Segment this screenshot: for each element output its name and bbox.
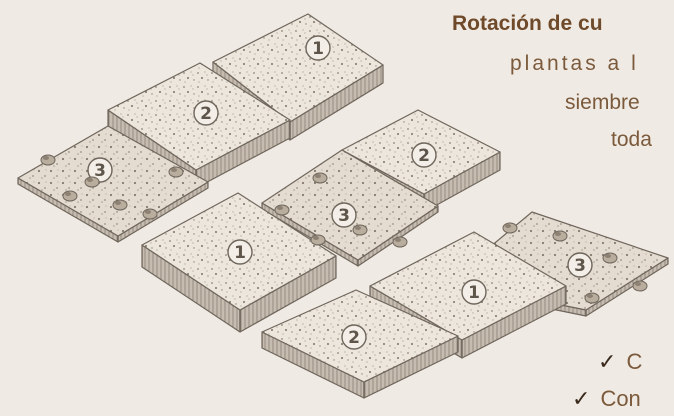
bullet-item-1: ✓C: [598, 349, 642, 375]
seedling-icon: [603, 253, 617, 263]
plot-number: 2: [348, 328, 360, 348]
title-text: Rotación de cu: [452, 12, 603, 36]
plot-number: 2: [200, 104, 212, 124]
seedling-icon: [585, 293, 599, 303]
bullet-item-2-text: Con: [600, 386, 640, 411]
seedling-icon: [633, 281, 647, 291]
seedling-icon: [169, 167, 183, 177]
checkmark-icon: ✓: [572, 386, 590, 411]
seedling-icon: [353, 225, 367, 235]
bullet-item-2: ✓ Con: [572, 386, 641, 412]
body-line-3: toda: [611, 128, 652, 152]
body-line-1: plantas a l: [510, 52, 639, 76]
plot-number: 1: [468, 283, 480, 303]
seedling-icon: [41, 155, 55, 165]
seedling-icon: [63, 191, 77, 201]
seedling-icon: [553, 231, 567, 241]
seedling-icon: [393, 237, 407, 247]
checkmark-icon: ✓: [598, 349, 616, 374]
seedling-icon: [113, 200, 127, 210]
seedling-icon: [275, 205, 289, 215]
plot-number: 1: [234, 243, 246, 263]
seedling-icon: [313, 173, 327, 183]
seedling-icon: [311, 235, 325, 245]
plot-number: 3: [338, 206, 350, 226]
plot-number: 2: [418, 146, 430, 166]
body-line-2: siembre: [565, 91, 640, 115]
seedling-icon: [143, 209, 157, 219]
bullet-item-1-text: C: [626, 349, 642, 374]
seedling-icon: [85, 177, 99, 187]
plot-number: 3: [574, 256, 586, 276]
plot-number: 1: [312, 39, 324, 59]
seedling-icon: [503, 223, 517, 233]
